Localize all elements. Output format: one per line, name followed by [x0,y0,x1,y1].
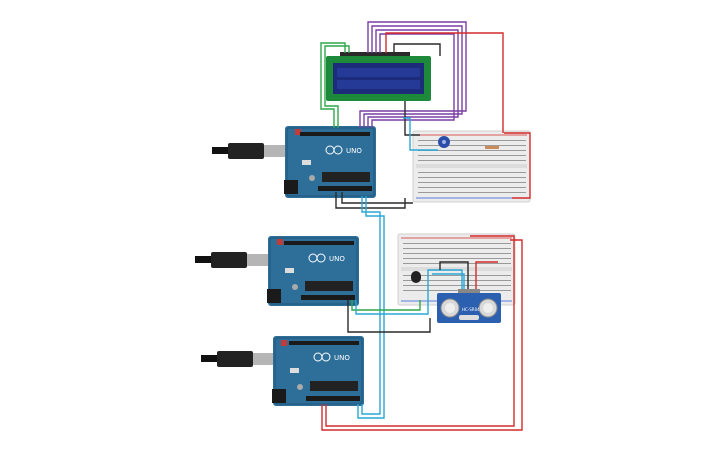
analog-header [318,186,372,191]
atmega-chip [322,172,370,182]
analog-header [306,396,360,401]
arduino-uno-bottom: UNO [272,336,364,406]
wire-red [385,32,504,133]
wire-blue [361,196,381,415]
usb-cable-bottom [201,351,277,367]
digital-header [300,132,370,136]
wire-green [320,42,346,128]
sensor-pins [458,289,480,293]
wire-black [347,300,431,333]
wire-red [325,235,515,427]
wire-green [324,45,350,128]
wire-blue [357,196,385,419]
wire-black [341,192,413,204]
wire-red [475,261,498,289]
power-jack [272,389,286,403]
wire-red [504,132,531,199]
wire-blue [432,273,465,289]
atmega-chip [310,381,358,391]
lcd-16x2 [326,52,431,101]
usb-cable-top [212,143,288,159]
arduino-uno-top: UNO [284,126,376,198]
analog-header [301,295,355,300]
lcd-header [340,52,410,56]
arduino-uno-middle: UNO [267,236,359,306]
reset-button[interactable] [281,340,287,346]
wire-red [321,239,523,431]
board-logo-text: UNO [334,354,350,362]
power-jack [284,180,298,194]
sensor-label: HC-SR04 [462,307,480,312]
usb-cable-middle [195,252,271,268]
board-logo-text: UNO [346,147,362,155]
power-jack [267,289,281,303]
reset-button[interactable] [277,239,283,245]
wire-blue [403,117,438,151]
wire-purple [367,29,459,128]
atmega-chip [305,281,353,291]
breadboard-top [412,130,531,203]
wire-black [439,261,469,289]
wires [320,21,531,431]
reset-button[interactable] [295,129,301,135]
tmp-sensor-icon [411,271,421,283]
wire-black [393,43,441,56]
digital-header [284,241,354,245]
wire-purple [363,25,463,128]
resistor-icon [485,146,499,149]
digital-header [289,341,359,345]
wire-black [404,101,420,136]
wire-green [351,300,421,311]
wire-purple [371,33,455,128]
wire-purple [359,21,467,128]
wire-blue [355,269,463,315]
ultrasonic-sensor: HC-SR04 [437,289,501,323]
board-logo-text: UNO [329,255,345,263]
